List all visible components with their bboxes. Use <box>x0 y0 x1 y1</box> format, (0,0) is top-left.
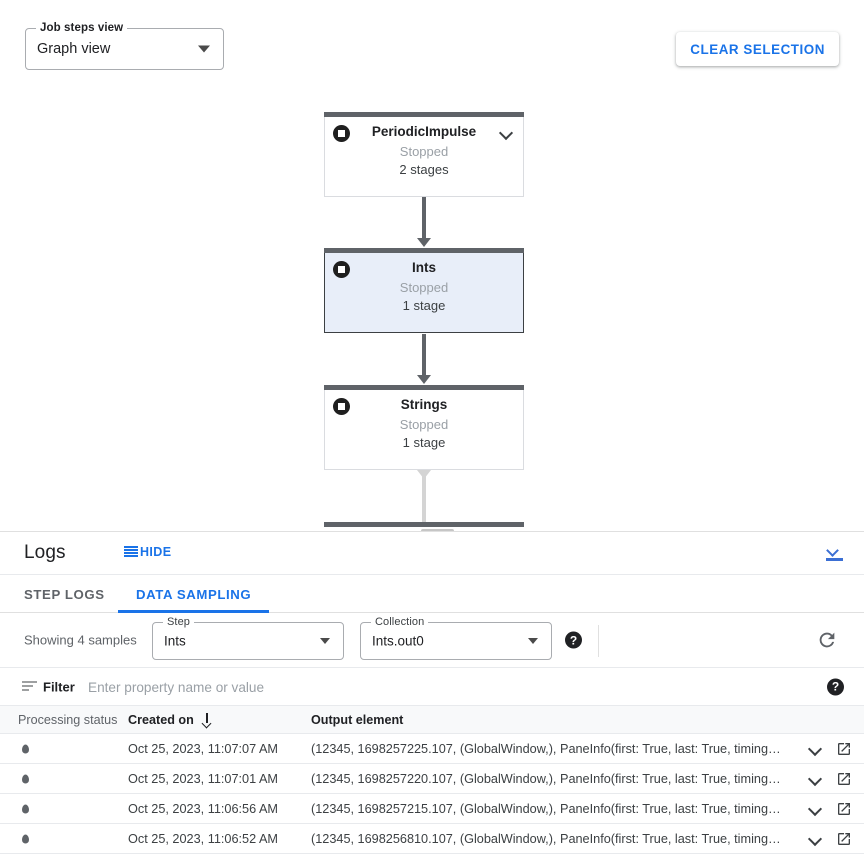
graph-edge-arrow-3 <box>417 470 431 479</box>
collection-selector-label: Collection <box>371 615 429 629</box>
graph-horizontal-scrollbar[interactable] <box>421 529 454 531</box>
status-dot <box>22 774 29 783</box>
job-steps-view-label: Job steps view <box>36 21 128 35</box>
logs-panel-header: Logs HIDE <box>0 532 864 575</box>
hide-logs-label: HIDE <box>140 545 172 559</box>
samples-table-header: Processing status Created on Output elem… <box>0 706 864 734</box>
graph-edge-arrow-2 <box>417 375 431 384</box>
job-steps-view-selector[interactable]: Job steps view Graph view <box>25 21 224 70</box>
column-header-processing-status[interactable]: Processing status <box>18 712 118 727</box>
open-in-new-icon[interactable] <box>836 771 852 787</box>
table-row[interactable]: Oct 25, 2023, 11:07:01 AM (12345, 169825… <box>0 764 864 794</box>
graph-edge-3 <box>422 470 426 522</box>
row-output-element: (12345, 1698257220.107, (GlobalWindow,),… <box>311 771 781 786</box>
stop-icon <box>333 125 350 142</box>
node-status: Stopped <box>399 280 449 295</box>
node-title: Strings <box>400 397 448 412</box>
data-sampling-controls: Showing 4 samples Step Ints Collection I… <box>0 613 864 668</box>
graph-edge-1 <box>422 197 426 241</box>
stop-icon <box>333 398 350 415</box>
chevron-down-icon[interactable] <box>501 127 513 139</box>
clear-selection-button[interactable]: CLEAR SELECTION <box>676 32 839 66</box>
list-icon <box>124 546 138 558</box>
filter-label: Filter <box>43 679 75 694</box>
table-row[interactable]: Oct 25, 2023, 11:06:52 AM (12345, 169825… <box>0 824 864 854</box>
row-output-element: (12345, 1698256810.107, (GlobalWindow,),… <box>311 831 781 846</box>
help-icon[interactable]: ? <box>565 631 582 649</box>
node-status: Stopped <box>399 417 449 432</box>
controls-divider <box>598 625 599 657</box>
chevron-down-icon <box>320 638 330 644</box>
filter-icon <box>22 681 37 692</box>
refresh-icon[interactable] <box>816 629 838 651</box>
status-dot <box>22 804 29 813</box>
filter-input[interactable] <box>86 668 808 706</box>
row-created-on: Oct 25, 2023, 11:06:56 AM <box>128 801 278 816</box>
node-status: Stopped <box>399 144 449 159</box>
graph-edge-2 <box>422 334 426 378</box>
stop-icon <box>333 261 350 278</box>
graph-edge-arrow-1 <box>417 238 431 247</box>
chevron-down-icon[interactable] <box>810 744 822 756</box>
filter-bar: Filter ? <box>0 668 864 706</box>
status-dot <box>22 834 29 843</box>
tab-data-sampling[interactable]: DATA SAMPLING <box>117 575 270 613</box>
sort-descending-icon <box>202 713 212 726</box>
tab-step-logs[interactable]: STEP LOGS <box>24 586 105 602</box>
table-row[interactable]: Oct 25, 2023, 11:07:07 AM (12345, 169825… <box>0 734 864 764</box>
open-in-new-icon[interactable] <box>836 831 852 847</box>
logs-tabs: STEP LOGS DATA SAMPLING <box>0 575 864 613</box>
chevron-down-icon[interactable] <box>810 834 822 846</box>
column-header-created-on[interactable]: Created on <box>128 713 212 727</box>
graph-node-partial-header[interactable] <box>324 522 524 527</box>
node-stages: 2 stages <box>399 162 449 177</box>
node-title: PeriodicImpulse <box>371 124 477 139</box>
logs-panel: Logs HIDE STEP LOGS DATA SAMPLING Showin… <box>0 531 864 856</box>
sample-count-label: Showing 4 samples <box>24 632 137 648</box>
row-created-on: Oct 25, 2023, 11:07:01 AM <box>128 771 278 786</box>
column-header-output-element[interactable]: Output element <box>311 712 404 727</box>
graph-node-periodicimpulse[interactable]: PeriodicImpulse Stopped 2 stages <box>324 112 524 197</box>
step-selector-value: Ints <box>164 633 186 649</box>
open-in-new-icon[interactable] <box>836 741 852 757</box>
row-output-element: (12345, 1698257215.107, (GlobalWindow,),… <box>311 801 781 816</box>
column-header-created-on-label: Created on <box>128 712 194 727</box>
collection-selector[interactable]: Collection Ints.out0 <box>360 615 552 660</box>
node-stages: 1 stage <box>402 298 446 313</box>
hide-logs-button[interactable]: HIDE <box>124 545 171 559</box>
job-graph-canvas[interactable]: Job steps view Graph view CLEAR SELECTIO… <box>0 0 864 531</box>
row-output-element: (12345, 1698257225.107, (GlobalWindow,),… <box>311 741 781 756</box>
collapse-panel-icon[interactable] <box>824 543 846 565</box>
graph-node-ints[interactable]: Ints Stopped 1 stage <box>324 248 524 333</box>
job-steps-view-value: Graph view <box>37 41 111 57</box>
chevron-down-icon <box>198 45 210 53</box>
status-dot <box>22 744 29 753</box>
node-header-bar <box>324 385 524 390</box>
collection-selector-value: Ints.out0 <box>372 633 424 649</box>
chevron-down-icon <box>528 638 538 644</box>
node-header-bar <box>324 248 524 253</box>
chevron-down-icon[interactable] <box>810 774 822 786</box>
row-created-on: Oct 25, 2023, 11:06:52 AM <box>128 831 278 846</box>
samples-table-body: Oct 25, 2023, 11:07:07 AM (12345, 169825… <box>0 734 864 854</box>
step-selector-label: Step <box>163 615 195 629</box>
filter-help-icon[interactable]: ? <box>827 678 844 695</box>
node-stages: 1 stage <box>402 435 446 450</box>
logs-title: Logs <box>24 542 66 563</box>
open-in-new-icon[interactable] <box>836 801 852 817</box>
chevron-down-icon[interactable] <box>810 804 822 816</box>
row-created-on: Oct 25, 2023, 11:07:07 AM <box>128 741 278 756</box>
table-row[interactable]: Oct 25, 2023, 11:06:56 AM (12345, 169825… <box>0 794 864 824</box>
step-selector[interactable]: Step Ints <box>152 615 344 660</box>
node-header-bar <box>324 112 524 117</box>
graph-node-strings[interactable]: Strings Stopped 1 stage <box>324 385 524 470</box>
node-title: Ints <box>411 260 436 275</box>
